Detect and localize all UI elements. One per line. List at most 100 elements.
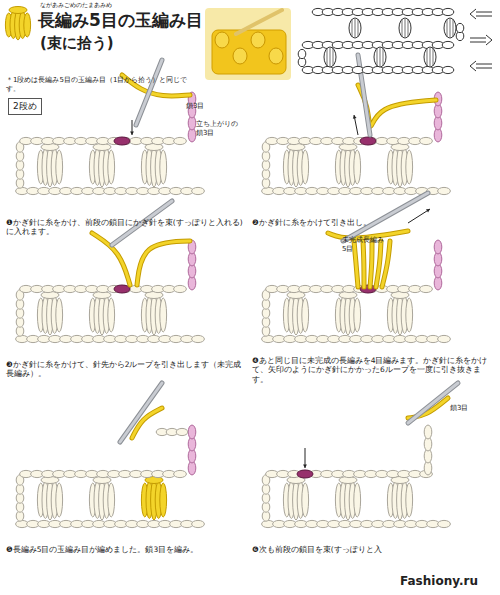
annotation: 未完成長編み 5目 (342, 236, 390, 254)
crochet-hook (343, 193, 428, 241)
swatch-puff (251, 32, 265, 48)
yarn (363, 241, 364, 287)
row-arrow (470, 61, 492, 71)
puff-strand (108, 483, 115, 517)
annotation: 立ち上がりの鎖3目 (196, 120, 244, 138)
puff-strand (406, 483, 413, 517)
crochet-hook (120, 383, 162, 442)
yarn (137, 241, 190, 285)
row-arrow (470, 35, 492, 45)
puff-symbol-line (447, 19, 448, 37)
chain-stitch (176, 428, 188, 435)
chain-stitch (188, 425, 196, 439)
motion-arrow (408, 209, 430, 223)
puff-symbol-line (358, 19, 359, 37)
chain-stitch (174, 137, 187, 144)
puff-symbol-line (433, 48, 434, 66)
chain-stitch (438, 520, 451, 527)
puff-symbol-line (355, 19, 356, 37)
puff-symbol-line (383, 48, 384, 66)
puff-symbol-line (430, 48, 431, 66)
puff-strand (302, 150, 309, 184)
crochet-hook (408, 383, 458, 423)
step-illustration (262, 193, 451, 343)
chain-stitch (456, 23, 464, 32)
chain-stitch (442, 8, 454, 15)
step-caption: ❻次も前段の鎖目を束(すっぽりと入 (252, 545, 427, 554)
step-caption: ❷かぎ針に糸をかけて引き出し。 (252, 218, 492, 227)
yarn (382, 241, 390, 287)
puff-symbol (349, 18, 361, 38)
chain-stitch (192, 520, 205, 527)
watermark: Fashiony.ru (400, 574, 496, 589)
yarn (137, 241, 190, 285)
target-chain (360, 137, 376, 145)
yarn (92, 233, 130, 285)
photo-ground (205, 8, 291, 80)
step-caption: ❸かぎ針に糸をかけて、針先から2ループを引き出します（未完成長編み）。 (6, 360, 244, 379)
chain-stitch (174, 470, 187, 477)
title: 長編み5目の玉編み目 (38, 10, 203, 31)
puff-strand (354, 150, 361, 184)
crochet-hook (408, 383, 458, 423)
puff-strand (24, 13, 31, 37)
target-chain (114, 137, 130, 145)
puff-strand (354, 298, 361, 332)
swatch (212, 30, 286, 74)
step-caption: ❶かぎ針に糸をかけ、前段の鎖目にかぎ針を束(すっぽりと入れる)に入れます。 (6, 218, 244, 237)
yarn (382, 241, 390, 287)
swatch-puff (269, 48, 283, 64)
annotation: 鎖3目 (186, 102, 236, 111)
row-label: 2段め (13, 100, 37, 113)
crochet-hook (136, 60, 162, 125)
puff-symbol-line (453, 19, 454, 37)
puff-top (9, 7, 27, 14)
puff-strand (160, 150, 167, 184)
crochet-hook (343, 193, 428, 241)
puff-symbol (399, 18, 411, 38)
puff-strand (354, 483, 361, 517)
step-caption: ❺長編み5目の玉編み目が編めました。鎖3目を編み。 (6, 545, 244, 554)
puff-strand (160, 298, 167, 332)
target-chain (297, 470, 313, 478)
chain-stitch (442, 66, 454, 73)
chain-stitch (298, 49, 306, 58)
crochet-hook (120, 383, 162, 442)
step-illustration (262, 383, 458, 528)
puff-strand (56, 298, 63, 332)
puff-strand (160, 483, 167, 517)
puff-symbol-line (352, 19, 353, 37)
yarn (363, 241, 364, 287)
target-chain (114, 285, 130, 293)
yarn (370, 241, 372, 287)
puff-strand (302, 298, 309, 332)
swatch-puff (233, 48, 247, 64)
puff-strand (56, 150, 63, 184)
yarn (376, 241, 381, 287)
chain-stitch (174, 285, 187, 292)
symbol-chart (298, 8, 492, 73)
step-illustration (16, 383, 205, 528)
puff-symbol-line (333, 48, 334, 66)
annotation: ＊1段めは長編み5目の玉編み目（1目から拾う）と同じです。 (6, 76, 196, 94)
chain-stitch (192, 335, 205, 342)
yarn (354, 241, 358, 287)
chain-stitch (420, 285, 433, 292)
crochet-hook (136, 60, 162, 125)
annotation: 鎖3目 (450, 404, 490, 413)
yarn (354, 241, 358, 287)
annotation: ながあみごめのたまあみめ (40, 1, 205, 9)
puff-symbol (424, 47, 436, 67)
puff-strand (108, 298, 115, 332)
puff-strand (406, 298, 413, 332)
puff-symbol-line (330, 48, 331, 66)
photo-hook (236, 10, 282, 34)
puff-symbol-line (450, 19, 451, 37)
title-icon (5, 7, 30, 41)
puff-symbol-line (405, 19, 406, 37)
chain-stitch (438, 187, 451, 194)
puff-strand (56, 483, 63, 517)
puff-strand (108, 150, 115, 184)
chain-stitch (420, 137, 433, 144)
yarn (376, 241, 381, 287)
